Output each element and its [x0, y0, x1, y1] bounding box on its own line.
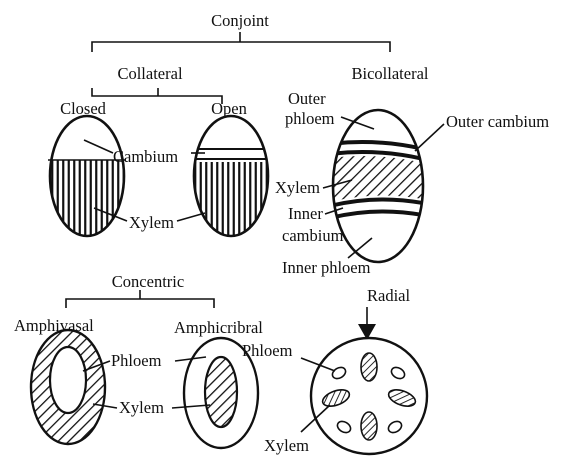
radial-bundle: [309, 336, 429, 456]
label-xylem-collateral: Xylem: [129, 213, 174, 232]
inner-cambium-pointer: [324, 207, 344, 215]
label-closed: Closed: [60, 99, 107, 118]
outer-cambium-pointer: [414, 123, 445, 152]
conjoint-bracket: [91, 32, 391, 104]
label-outer-phloem-2: phloem: [285, 109, 335, 128]
label-amphicribral: Amphicribral: [174, 318, 263, 337]
amphivasal-bundle: [29, 328, 107, 446]
closed-collateral-bundle: [48, 114, 126, 238]
label-phloem-concentric: Phloem: [111, 351, 162, 370]
label-collateral: Collateral: [117, 64, 182, 83]
label-phloem-radial: Phloem: [242, 341, 293, 360]
label-inner-cambium-1: Inner: [288, 204, 323, 223]
label-bicollateral: Bicollateral: [352, 64, 429, 83]
bicollateral-bundle: [331, 108, 425, 264]
label-conjoint: Conjoint: [211, 11, 269, 30]
concentric-bracket: [65, 290, 215, 308]
xylem-pointer-closed: [93, 207, 128, 222]
phloem-pointer-amphicribral: [174, 356, 207, 362]
label-outer-phloem-1: Outer: [288, 89, 326, 108]
label-amphivasal: Amphivasal: [14, 316, 94, 335]
xylem-radial-pointer: [300, 404, 331, 433]
xylem-pointer-amphivasal: [92, 403, 118, 409]
phloem-pointer-amphivasal: [82, 360, 111, 372]
label-inner-phloem: Inner phloem: [282, 258, 371, 277]
label-inner-cambium-2: cambium: [282, 226, 344, 245]
phloem-radial-pointer: [300, 357, 336, 372]
label-cambium: Cambium: [113, 147, 178, 166]
label-xylem-bicollateral: Xylem: [275, 178, 320, 197]
label-outer-cambium: Outer cambium: [446, 112, 549, 131]
xylem-bicollateral-pointer: [322, 179, 353, 189]
radial-arrow: [358, 307, 376, 340]
amphicribral-bundle: [182, 336, 260, 450]
xylem-pointer-open: [176, 212, 206, 222]
cambium-pointer-closed: [83, 139, 114, 154]
label-concentric: Concentric: [112, 272, 184, 291]
label-xylem-concentric: Xylem: [119, 398, 164, 417]
xylem-pointer-amphicribral: [171, 404, 211, 409]
open-collateral-bundle: [192, 114, 270, 238]
inner-phloem-pointer: [347, 237, 373, 259]
outer-phloem-pointer: [340, 116, 375, 130]
label-xylem-radial: Xylem: [264, 436, 309, 455]
label-open: Open: [211, 99, 247, 118]
label-radial: Radial: [367, 286, 410, 305]
